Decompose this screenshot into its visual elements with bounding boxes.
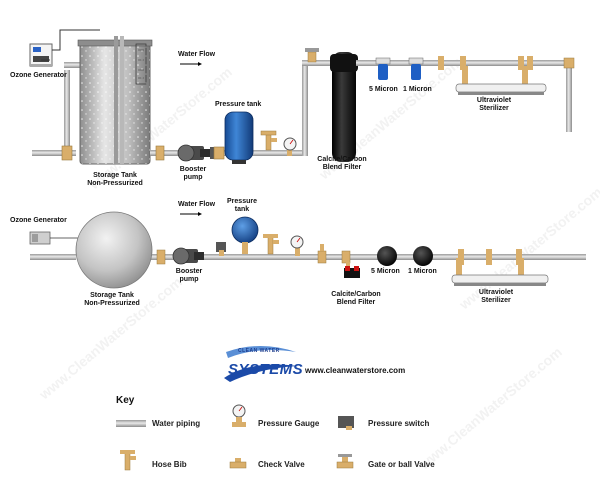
five-micron-label: 5 Micron xyxy=(371,268,400,275)
pipe xyxy=(302,60,336,66)
pressure-tank-sublabel: tank xyxy=(234,206,250,213)
pressure-gauge-icon xyxy=(232,404,246,427)
storage-tank-sublabel: Non-Pressurized xyxy=(84,300,140,307)
five-micron-filter-icon xyxy=(377,246,397,266)
ozone-generator-icon xyxy=(29,231,51,245)
pipe xyxy=(218,150,302,156)
water-piping-icon xyxy=(116,420,146,427)
uv-sterilizer-sublabel: Sterilizer xyxy=(479,105,509,112)
booster-pump-icon xyxy=(177,144,218,162)
pressure-switch-icon xyxy=(338,416,354,430)
bottom-system xyxy=(29,211,586,289)
booster-pump-icon xyxy=(172,247,204,265)
pipe xyxy=(32,150,76,156)
calcite-filter-icon xyxy=(330,52,358,162)
check-valve-icon xyxy=(229,458,247,469)
one-micron-label: 1 Micron xyxy=(403,86,432,93)
water-flow-label: Water Flow xyxy=(178,201,216,208)
gate-valve-icon xyxy=(307,51,317,63)
pressure-tank-icon xyxy=(231,216,259,254)
calcite-filter-sublabel: Blend Filter xyxy=(322,164,362,171)
hose-bib-icon xyxy=(263,234,279,255)
uv-sterilizer-label: Ultraviolet xyxy=(476,97,512,104)
one-micron-filter-icon xyxy=(408,57,424,80)
pressure-tank-label: Pressure tank xyxy=(215,101,262,108)
logo-tagline: CLEAN WATER xyxy=(238,348,280,354)
ozone-generator-label: Ozone Generator xyxy=(10,72,67,79)
ozone-generator-icon xyxy=(29,43,53,67)
key-icons xyxy=(116,404,354,471)
key-gate-valve-label: Gate or ball Valve xyxy=(368,460,435,469)
calcite-filter-icon xyxy=(344,262,360,278)
key-title: Key xyxy=(116,395,135,406)
booster-pump-sublabel: pump xyxy=(179,276,199,283)
one-micron-label: 1 Micron xyxy=(408,268,437,275)
ozone-tube xyxy=(52,29,100,51)
calcite-filter-sublabel: Blend Filter xyxy=(336,299,376,306)
uv-sterilizer-icon xyxy=(455,83,547,95)
calcite-filter-label: Calcite/Carbon xyxy=(331,291,381,298)
storage-tank-label: Storage Tank xyxy=(90,292,134,299)
pipe xyxy=(64,70,70,152)
pipe xyxy=(64,62,80,68)
pressure-tank-icon xyxy=(224,111,254,164)
pressure-switch-icon xyxy=(213,146,225,160)
calcite-filter-label: Calcite/Carbon xyxy=(317,156,367,163)
pressure-gauge-icon xyxy=(290,235,304,256)
check-valve-icon xyxy=(317,250,327,264)
key-pressure-switch-label: Pressure switch xyxy=(368,419,430,428)
pipe xyxy=(30,254,76,260)
storage-tank-sublabel: Non-Pressurized xyxy=(87,180,143,187)
storage-tank-icon xyxy=(75,211,153,289)
key-check-valve-label: Check Valve xyxy=(258,460,305,469)
hose-bib-icon xyxy=(260,130,277,151)
storage-tank-label: Storage Tank xyxy=(93,172,137,179)
pressure-gauge-icon xyxy=(283,137,297,156)
pipe xyxy=(150,150,182,156)
five-micron-filter-icon xyxy=(375,57,391,80)
pipe xyxy=(302,62,308,156)
pipe xyxy=(546,254,586,260)
five-micron-label: 5 Micron xyxy=(369,86,398,93)
water-flow-label: Water Flow xyxy=(178,51,216,58)
booster-pump-label: Booster xyxy=(179,166,207,173)
uv-sterilizer-icon xyxy=(451,274,549,286)
website-url: www.cleanwaterstore.com xyxy=(305,366,406,375)
top-system xyxy=(29,29,575,165)
booster-pump-sublabel: pump xyxy=(183,174,203,181)
booster-pump-label: Booster xyxy=(175,268,203,275)
storage-tank-icon xyxy=(77,36,153,165)
pipe xyxy=(566,60,572,132)
ozone-generator-label: Ozone Generator xyxy=(10,217,67,224)
key-water-piping-label: Water piping xyxy=(152,419,201,428)
logo-icon xyxy=(224,346,298,382)
pressure-tank-label: Pressure xyxy=(227,198,257,205)
key-pressure-gauge-label: Pressure Gauge xyxy=(258,419,320,428)
logo-wordmark: SYSTEMS xyxy=(228,361,304,378)
key-hose-bib-label: Hose Bib xyxy=(152,460,187,469)
uv-sterilizer-label: Ultraviolet xyxy=(478,289,514,296)
pressure-switch-icon xyxy=(216,242,226,256)
one-micron-filter-icon xyxy=(413,246,433,266)
uv-sterilizer-sublabel: Sterilizer xyxy=(481,297,511,304)
hose-bib-icon xyxy=(120,450,136,471)
gate-valve-icon xyxy=(336,454,354,469)
